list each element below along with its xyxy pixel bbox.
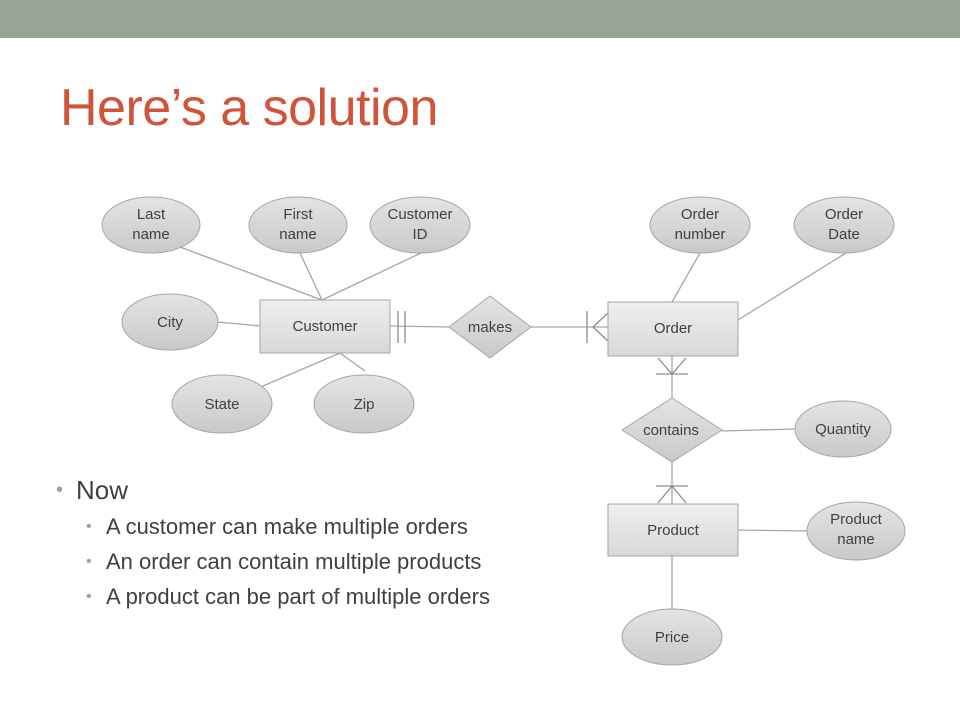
bullet-item: • A customer can make multiple orders xyxy=(56,514,596,539)
relationship-contains: contains xyxy=(621,397,723,463)
line-product-productname xyxy=(737,529,809,532)
line-firstname-customer xyxy=(299,252,323,301)
attr-quantity-label: Quantity xyxy=(815,421,871,438)
slide-title: Here’s a solution xyxy=(60,79,438,137)
attr-product-name-line1: Product xyxy=(830,511,883,528)
cardinality-marks xyxy=(397,311,688,504)
bullet-heading-text: Now xyxy=(76,475,129,505)
attr-last-name-line1: Last xyxy=(137,206,166,223)
bullet-dot: • xyxy=(86,588,92,605)
crowfoot-order-bottom xyxy=(657,357,687,375)
attr-price: Price xyxy=(621,608,723,666)
bullet-heading: • Now xyxy=(56,470,596,510)
entity-order-label: Order xyxy=(654,320,692,337)
bullet-list: • Now • A customer can make multiple ord… xyxy=(56,470,596,609)
attr-customer-id-line2: ID xyxy=(413,226,428,243)
line-customerid-customer xyxy=(321,252,422,301)
line-customer-makes xyxy=(389,325,450,328)
attr-state-label: State xyxy=(204,396,239,413)
attr-city: City xyxy=(121,293,219,351)
attr-last-name-line2: name xyxy=(132,226,170,243)
attr-zip: Zip xyxy=(313,374,415,434)
bullet-item: • A product can be part of multiple orde… xyxy=(56,584,546,609)
entity-customer: Customer xyxy=(259,299,391,354)
entity-order: Order xyxy=(607,301,739,357)
relationship-makes: makes xyxy=(448,295,532,359)
attr-customer-id-line1: Customer xyxy=(387,206,452,223)
bullet-item-text: An order can contain multiple products xyxy=(106,549,482,574)
bullet-dot: • xyxy=(86,518,92,535)
attr-first-name: First name xyxy=(248,196,348,254)
attr-order-date-line1: Order xyxy=(825,206,863,223)
relationship-makes-label: makes xyxy=(468,319,512,336)
attr-customer-id: Customer ID xyxy=(369,196,471,254)
attr-state: State xyxy=(171,374,273,434)
entity-product: Product xyxy=(607,503,739,557)
line-lastname-customer xyxy=(179,246,323,301)
attr-first-name-line1: First xyxy=(283,206,313,223)
entity-customer-label: Customer xyxy=(292,318,357,335)
bullet-dot: • xyxy=(86,553,92,570)
bullet-item: • An order can contain multiple products xyxy=(56,549,596,574)
bullet-item-text: A product can be part of multiple orders xyxy=(106,584,490,609)
bullet-dot: • xyxy=(56,479,64,501)
line-state-customer xyxy=(255,352,341,390)
attr-order-number-line1: Order xyxy=(681,206,719,223)
attr-quantity: Quantity xyxy=(794,400,892,458)
top-accent-bar xyxy=(0,0,960,38)
attr-city-label: City xyxy=(157,314,183,331)
line-orderdate-order xyxy=(737,252,847,321)
attr-first-name-line2: name xyxy=(279,226,317,243)
attr-zip-label: Zip xyxy=(354,396,375,413)
relationship-contains-label: contains xyxy=(643,422,699,439)
attr-price-label: Price xyxy=(655,629,689,646)
line-city-customer xyxy=(217,321,261,327)
line-zip-customer xyxy=(339,352,366,372)
line-ordernumber-order xyxy=(671,252,701,303)
attr-order-number: Order number xyxy=(649,196,751,254)
bullet-item-text: A customer can make multiple orders xyxy=(106,514,468,539)
attr-order-number-line2: number xyxy=(675,226,726,243)
attr-order-date: Order Date xyxy=(793,196,895,254)
connector-lines xyxy=(179,246,847,610)
attr-product-name: Product name xyxy=(806,501,906,561)
attr-product-name-line2: name xyxy=(837,531,875,548)
line-contains-quantity xyxy=(721,428,797,432)
crowfoot-product-top xyxy=(657,484,687,504)
entity-product-label: Product xyxy=(647,522,700,539)
attr-last-name: Last name xyxy=(101,196,201,254)
crowfoot-order xyxy=(592,312,609,342)
attr-order-date-line2: Date xyxy=(828,226,860,243)
